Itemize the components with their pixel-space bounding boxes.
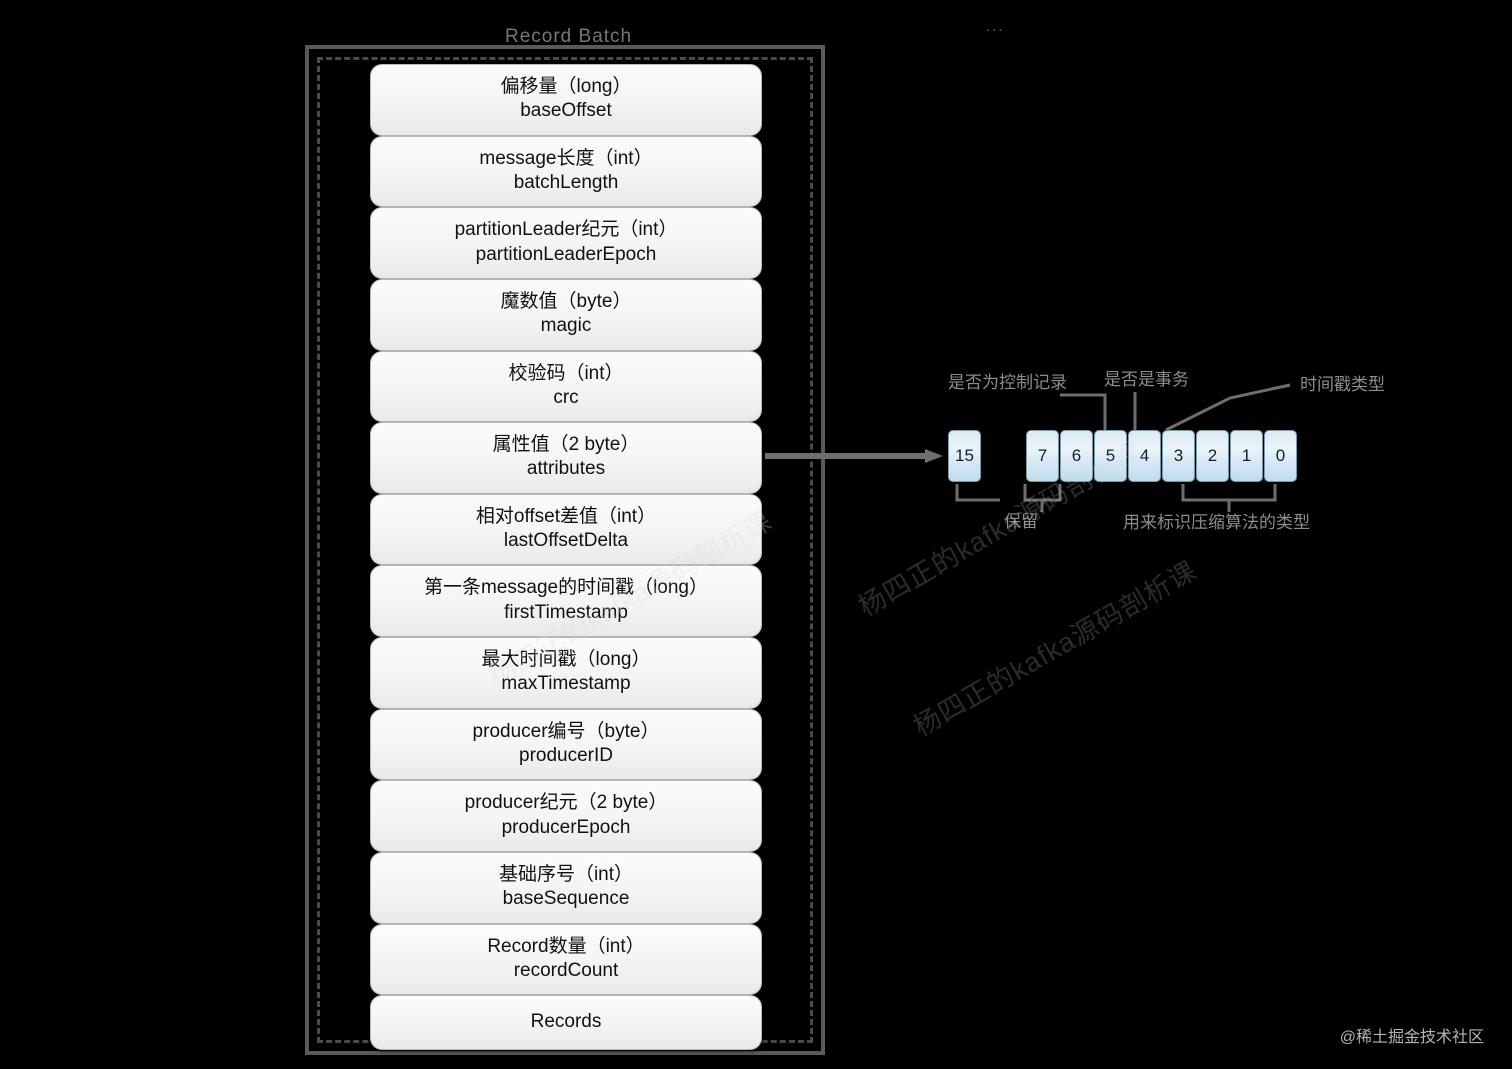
record-batch-outer-border — [305, 45, 825, 1055]
field-label-cn: 最大时间戳（long） — [481, 649, 651, 670]
record-batch-field: 基础序号（int） baseSequence — [370, 851, 762, 924]
record-batch-field-list: 偏移量（long） baseOffset message长度（int）batchLe… — [370, 64, 762, 1051]
bit-cell-1: 1 — [1230, 430, 1263, 482]
field-label-cn: Record数量（int） — [487, 935, 645, 957]
diagonal-watermark-secondary: 杨四正的kafka源码剖析课 — [908, 555, 1202, 743]
annotation-reserved: 保留 — [1004, 512, 1038, 531]
record-batch-title: Record Batch — [505, 26, 633, 47]
attributes-to-bitfield-arrow — [765, 449, 943, 463]
field-label-en: recordCount — [513, 959, 619, 981]
bit-cell-0: 0 — [1264, 430, 1297, 482]
record-batch-field: 最大时间戳（long） maxTimestamp — [370, 637, 762, 709]
record-batch-field: partitionLeader纪元（int）partitionLeaderEpo… — [370, 207, 762, 279]
record-batch-field: producer纪元（2 byte）producerEpoch — [370, 780, 762, 852]
field-label-cn: 校验码（int） — [508, 362, 624, 384]
annotation-control-record: 是否为控制记录 — [948, 373, 1067, 392]
bit-cell-2: 2 — [1196, 430, 1229, 482]
field-label-en: magic — [540, 315, 592, 337]
field-label-en: firstTimestamp — [504, 601, 628, 623]
record-batch-field: 偏移量（long） baseOffset — [370, 64, 762, 136]
field-label-en: partitionLeaderEpoch — [475, 243, 657, 265]
field-label-cn: producer纪元（2 byte） — [464, 792, 668, 814]
bitfield-ellipsis: ... — [986, 18, 1005, 35]
field-label-cn: 相对offset差值（int） — [475, 505, 657, 527]
bit-cell-5: 5 — [1094, 430, 1127, 482]
field-label-cn: 魔数值（byte） — [500, 290, 632, 312]
field-label-cn: 基础序号（int） — [498, 863, 634, 885]
record-batch-field: 相对offset差值（int） lastOffsetDelta — [370, 493, 762, 566]
bit-cell-15: 15 — [948, 430, 981, 482]
record-batch-field: 魔数值（byte） magic — [370, 278, 762, 351]
field-label-cn: message长度（int） — [479, 147, 653, 169]
corner-watermark: @稀土掘金技术社区 — [1339, 1029, 1484, 1046]
field-label-en: baseOffset — [520, 100, 612, 122]
field-label-en: baseSequence — [502, 888, 630, 910]
field-label-cn: partitionLeader纪元（int） — [454, 219, 678, 241]
record-batch-field: producer编号（byte）producerID — [370, 708, 762, 781]
field-label-en: batchLength — [513, 171, 619, 193]
field-label-en: producerEpoch — [501, 816, 631, 838]
record-batch-field: 第一条message的时间戳（long）firstTimestamp — [370, 565, 762, 637]
annotation-compression: 用来标识压缩算法的类型 — [1123, 513, 1310, 532]
bit-cell-6: 6 — [1060, 430, 1093, 482]
annotation-timestamp-type: 时间戳类型 — [1300, 375, 1385, 394]
bit-cell-7: 7 — [1026, 430, 1059, 482]
record-batch-field: 校验码（int）crc — [370, 350, 762, 423]
field-label-en: crc — [553, 386, 579, 408]
field-label-cn: 第一条message的时间戳（long） — [423, 577, 709, 599]
record-batch-field: message长度（int）batchLength — [370, 135, 762, 208]
annotation-transaction: 是否是事务 — [1104, 370, 1189, 389]
field-label-cn: 偏移量（long） — [500, 76, 632, 97]
bit-cell-3: 3 — [1162, 430, 1195, 482]
field-label-cn: producer编号（byte） — [472, 720, 660, 742]
field-label-en: maxTimestamp — [501, 673, 631, 695]
field-label-en: lastOffsetDelta — [503, 530, 629, 552]
record-batch-field: 属性值（2 byte）attributes — [370, 422, 762, 494]
bit-cell-4: 4 — [1128, 430, 1161, 482]
record-batch-field: Records — [370, 995, 762, 1051]
field-label-en: Records — [530, 1011, 602, 1033]
field-label-en: producerID — [519, 744, 613, 766]
field-label-cn: 属性值（2 byte） — [492, 434, 640, 456]
record-batch-field: Record数量（int）recordCount — [370, 923, 762, 996]
field-label-en: attributes — [526, 458, 606, 480]
